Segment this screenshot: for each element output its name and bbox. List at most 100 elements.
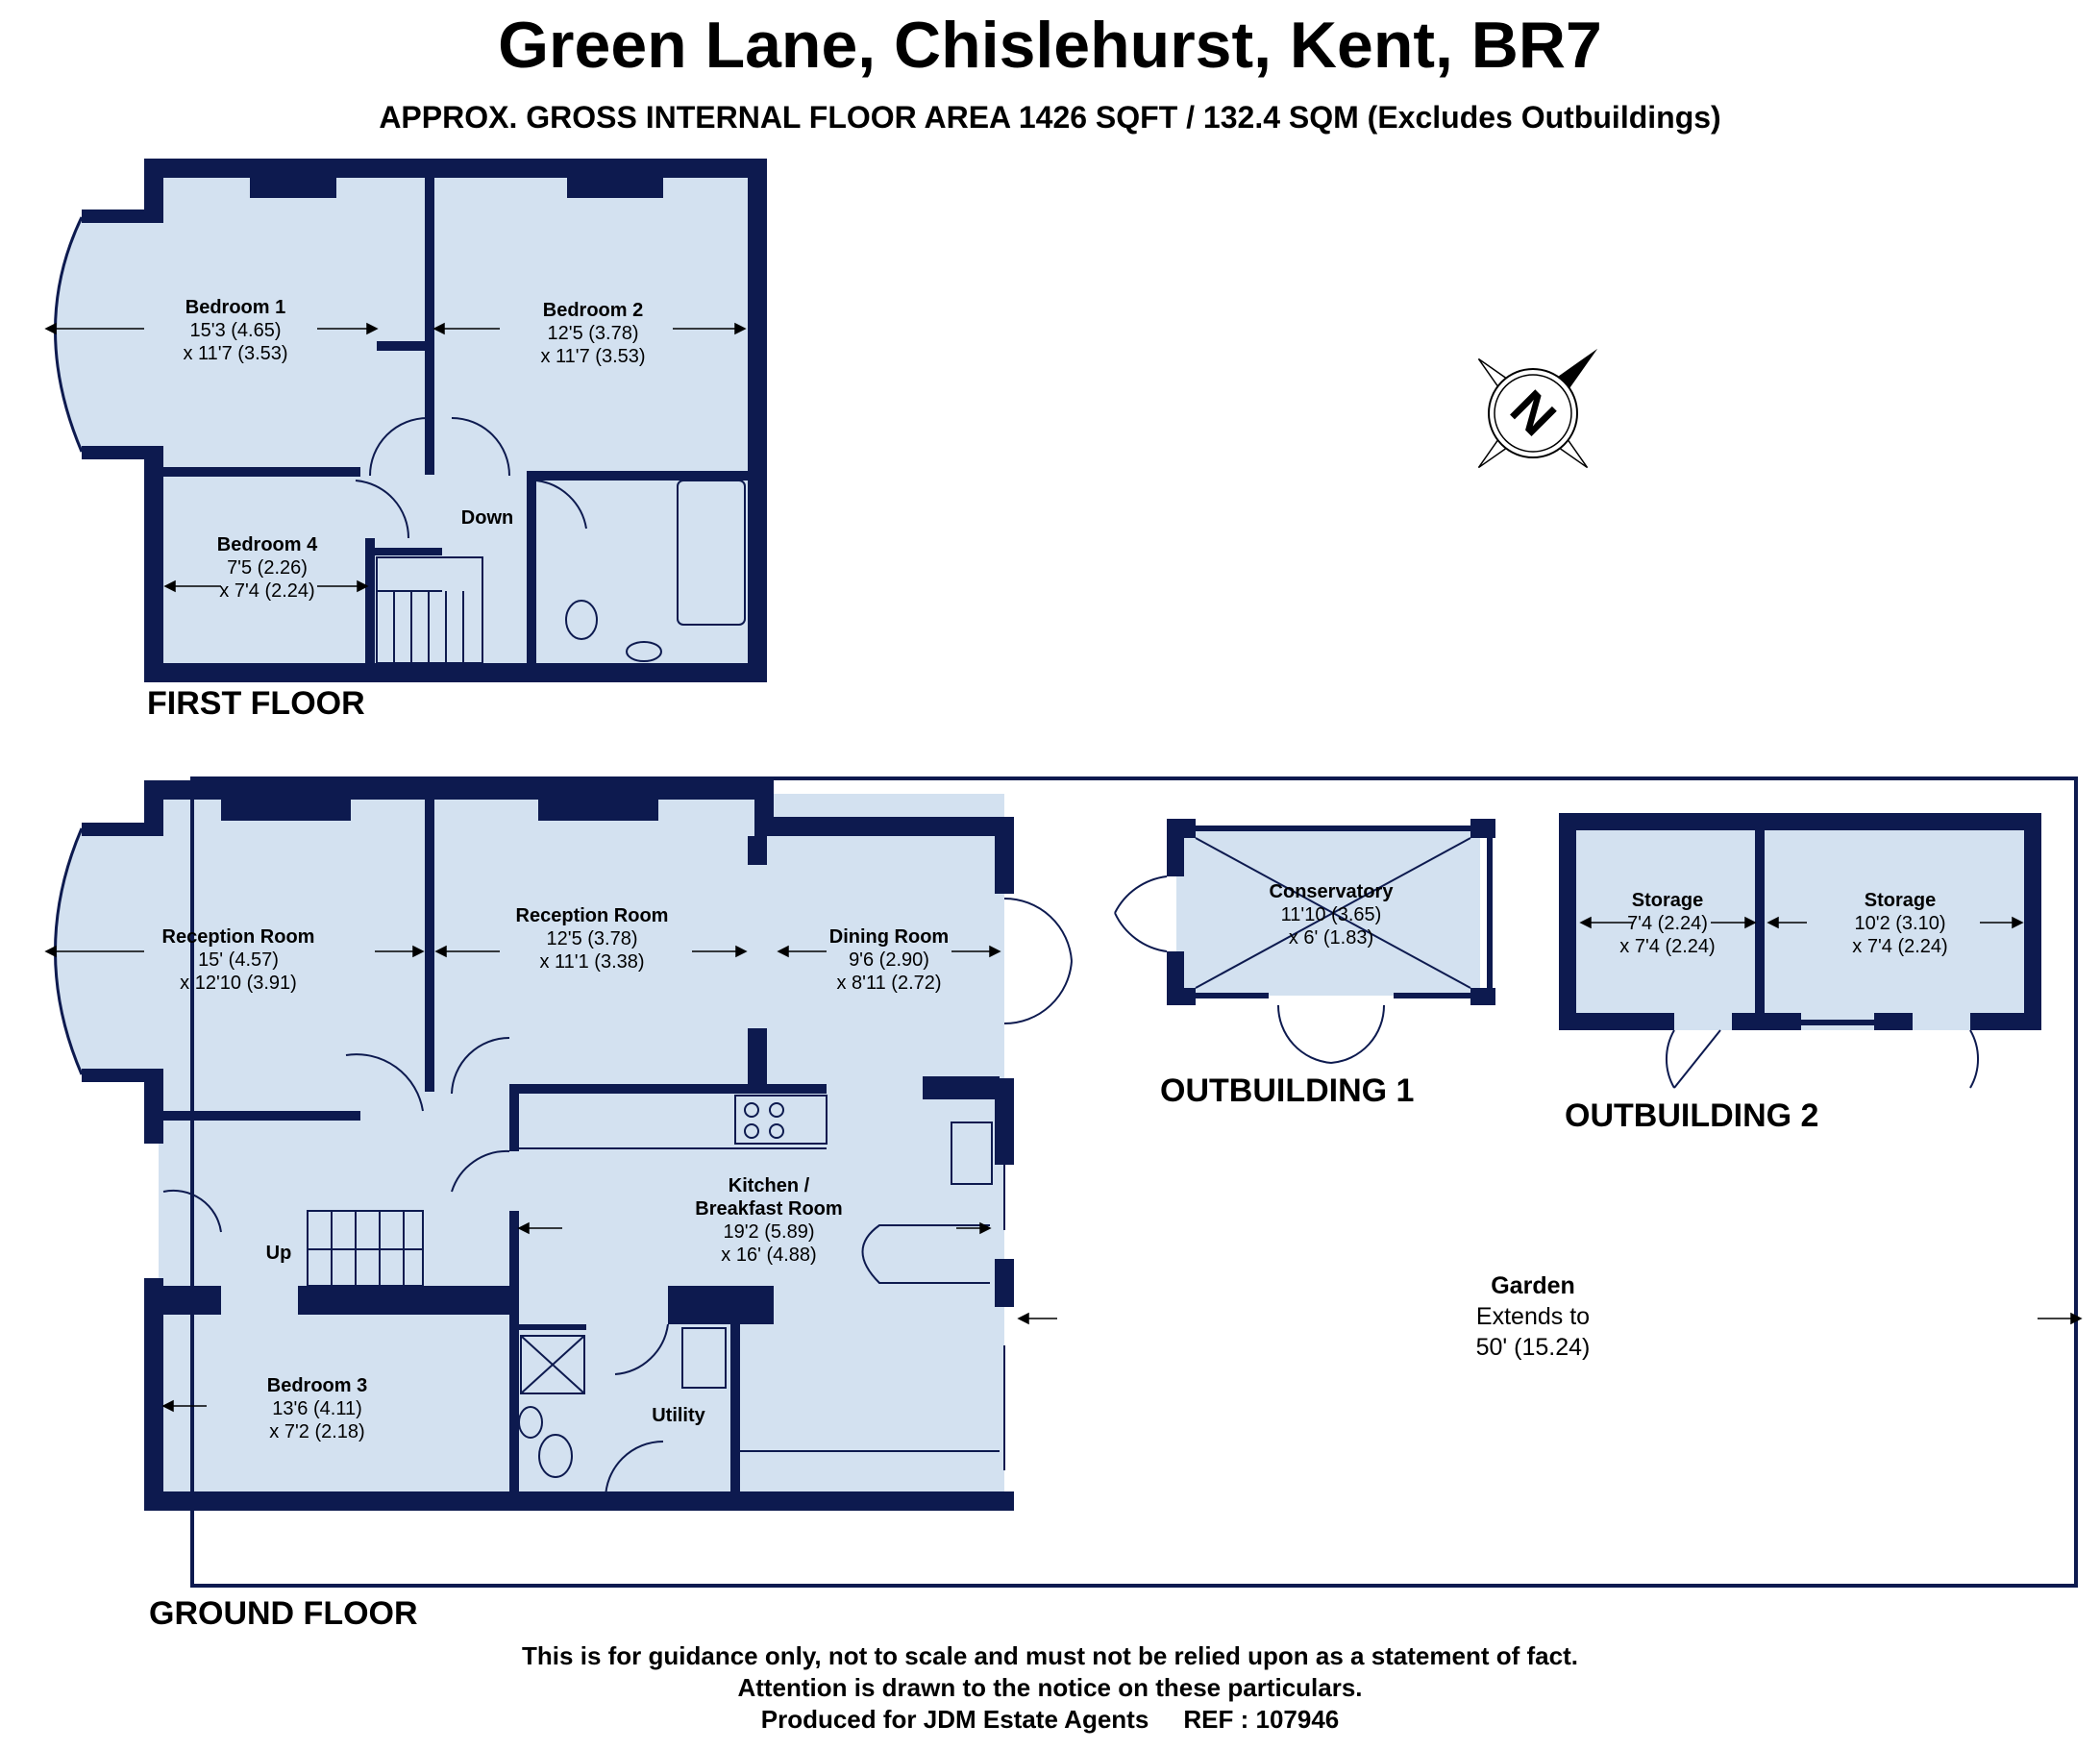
room-name: Dining Room xyxy=(828,926,950,948)
room-dim: x 7'4 (2.24) xyxy=(219,580,315,602)
room-dim: x 12'10 (3.91) xyxy=(180,973,297,994)
room-bedroom-1: Bedroom 1 15'3 (4.65) x 11'7 (3.53) xyxy=(183,296,287,365)
room-dim: 13'6 (4.11) xyxy=(272,1398,362,1419)
page-title: Green Lane, Chislehurst, Kent, BR7 xyxy=(498,9,1602,82)
ff-wall-b1-bottom xyxy=(159,467,360,477)
gf-wall-utility-right xyxy=(730,1286,740,1499)
shower xyxy=(520,1335,585,1394)
room-dim: 7'4 (2.24) xyxy=(1627,913,1708,934)
gf-door-rec2 xyxy=(451,1037,510,1095)
room-name: Reception Room xyxy=(161,926,315,948)
gf-bay-top xyxy=(82,823,163,836)
gf-wall-bed3-top xyxy=(144,1286,221,1315)
room-dim: x 11'7 (3.53) xyxy=(540,346,646,367)
ff-wall-b1-b2 xyxy=(425,171,434,475)
gf-basin xyxy=(518,1406,543,1439)
room-dim: x 7'4 (2.24) xyxy=(1619,936,1716,957)
ob1-wall-bottom-r xyxy=(1470,988,1495,1005)
bedroom1-bay-fill xyxy=(55,217,159,452)
gf-stairs xyxy=(307,1210,424,1287)
ob2-wall-bottom-m xyxy=(1732,1013,1801,1030)
ob2-wall-bottom-r xyxy=(1970,1013,2041,1030)
ob2-wall-right xyxy=(2024,813,2041,1030)
room-dim: 12'5 (3.78) xyxy=(547,323,639,344)
garden-extent: Extends to xyxy=(1475,1303,1591,1330)
room-bedroom-3: Bedroom 3 13'6 (4.11) x 7'2 (2.18) xyxy=(267,1374,367,1443)
gf-door-dining xyxy=(1003,897,1073,1025)
dimension-arrows xyxy=(44,322,2083,1413)
gf-wall-top-right xyxy=(754,817,1004,836)
room-name: Bedroom 3 xyxy=(266,1375,368,1396)
gf-wall-rec2-dining xyxy=(748,836,767,865)
ff-bay-bottom xyxy=(82,446,163,459)
room-bedroom-2: Bedroom 2 12'5 (3.78) x 11'7 (3.53) xyxy=(540,299,645,368)
ff-wall-landing xyxy=(375,548,442,555)
gf-door-kitchen xyxy=(451,1149,510,1193)
room-dim: x 7'2 (2.18) xyxy=(269,1421,365,1442)
utility-label: Utility xyxy=(652,1405,705,1426)
gf-wall-right-upper xyxy=(995,817,1014,894)
room-storage-1: Storage 7'4 (2.24) x 7'4 (2.24) xyxy=(1619,889,1715,958)
gf-wall-bed3-right xyxy=(509,1211,519,1499)
first-floor-fill xyxy=(159,171,754,671)
gf-door-front xyxy=(162,1189,222,1233)
ff-wall-b4-right xyxy=(365,538,375,663)
room-dining: Dining Room 9'6 (2.90) x 8'11 (2.72) xyxy=(829,925,949,995)
garden-extent-value: 50' (15.24) xyxy=(1475,1334,1591,1361)
room-bedroom-4: Bedroom 4 7'5 (2.26) x 7'4 (2.24) xyxy=(217,533,317,603)
ff-bay-top xyxy=(82,210,163,223)
room-dim: x 7'4 (2.24) xyxy=(1852,936,1948,957)
outbuilding1-fill xyxy=(1176,828,1480,996)
room-dim: x 8'11 (2.72) xyxy=(836,973,942,994)
outbuilding-1-label: OUTBUILDING 1 xyxy=(1160,1072,1415,1109)
ff-wall-b1-notch xyxy=(377,341,425,351)
ob2-wall-bottom-l xyxy=(1559,1013,1674,1030)
ff-door-b4 xyxy=(355,480,410,539)
disclaimer-line-2: Attention is drawn to the notice on thes… xyxy=(737,1673,1363,1702)
compass-rose xyxy=(1477,348,1598,469)
room-name: Bedroom 2 xyxy=(542,300,644,321)
outbuilding2-fill xyxy=(1572,826,2032,1030)
ob1-door-bottom xyxy=(1276,1004,1386,1064)
room-dim: x 11'1 (3.38) xyxy=(539,951,645,973)
room-dim: 12'5 (3.78) xyxy=(546,928,638,949)
ob1-wall-left-bottom xyxy=(1167,951,1184,1005)
gf-wall-right-lower xyxy=(995,1259,1014,1307)
ff-toilet xyxy=(565,600,598,640)
ob1-door-left xyxy=(1114,875,1168,952)
ob1-diag2 xyxy=(1195,837,1471,989)
gf-wall-bed3-top2 xyxy=(298,1286,514,1315)
gf-wall-hall xyxy=(509,1094,519,1151)
ff-door-b2 xyxy=(451,417,510,477)
producer-ref: Produced for JDM Estate Agents REF : 107… xyxy=(760,1705,1340,1734)
gf-wall-rec2-bottom xyxy=(509,1084,827,1094)
ff-wall-left-upper xyxy=(144,159,163,216)
room-name: Storage xyxy=(1631,890,1704,911)
gf-toilet xyxy=(538,1434,573,1478)
gf-wall-utility-top xyxy=(668,1286,774,1324)
room-name: Breakfast Room xyxy=(695,1198,843,1220)
gf-wall-kitchen-block xyxy=(923,1076,1000,1099)
gf-door-rec1 xyxy=(345,1053,424,1112)
gf-wall-bottom xyxy=(144,1491,1014,1511)
ff-basin xyxy=(626,641,662,662)
ff-wall-bath-left xyxy=(527,475,536,663)
kitchen-peninsula xyxy=(861,1224,990,1284)
ff-door-bath xyxy=(535,480,587,530)
gf-door-utility xyxy=(614,1323,669,1375)
room-dim: 10'2 (3.10) xyxy=(1854,913,1946,934)
ff-stairs xyxy=(376,556,483,664)
room-reception-1: Reception Room 15' (4.57) x 12'10 (3.91) xyxy=(162,925,315,995)
gf-wall-left-mid xyxy=(144,1074,163,1144)
ff-wall-top-block2 xyxy=(567,171,663,198)
room-dim: 9'6 (2.90) xyxy=(849,949,929,971)
gf-wall-left-lower xyxy=(144,1278,163,1511)
gf-wall-step xyxy=(754,780,774,836)
room-name: Bedroom 4 xyxy=(216,534,318,555)
ff-wall-top-block1 xyxy=(250,171,336,198)
garden-label: Garden Extends to 50' (15.24) xyxy=(1476,1270,1591,1363)
gf-wall-top-block2 xyxy=(538,794,658,821)
gf-wall-rec1-bottom xyxy=(159,1111,360,1121)
garden-name: Garden xyxy=(1491,1272,1575,1299)
room-dim: 19'2 (5.89) xyxy=(723,1221,815,1243)
